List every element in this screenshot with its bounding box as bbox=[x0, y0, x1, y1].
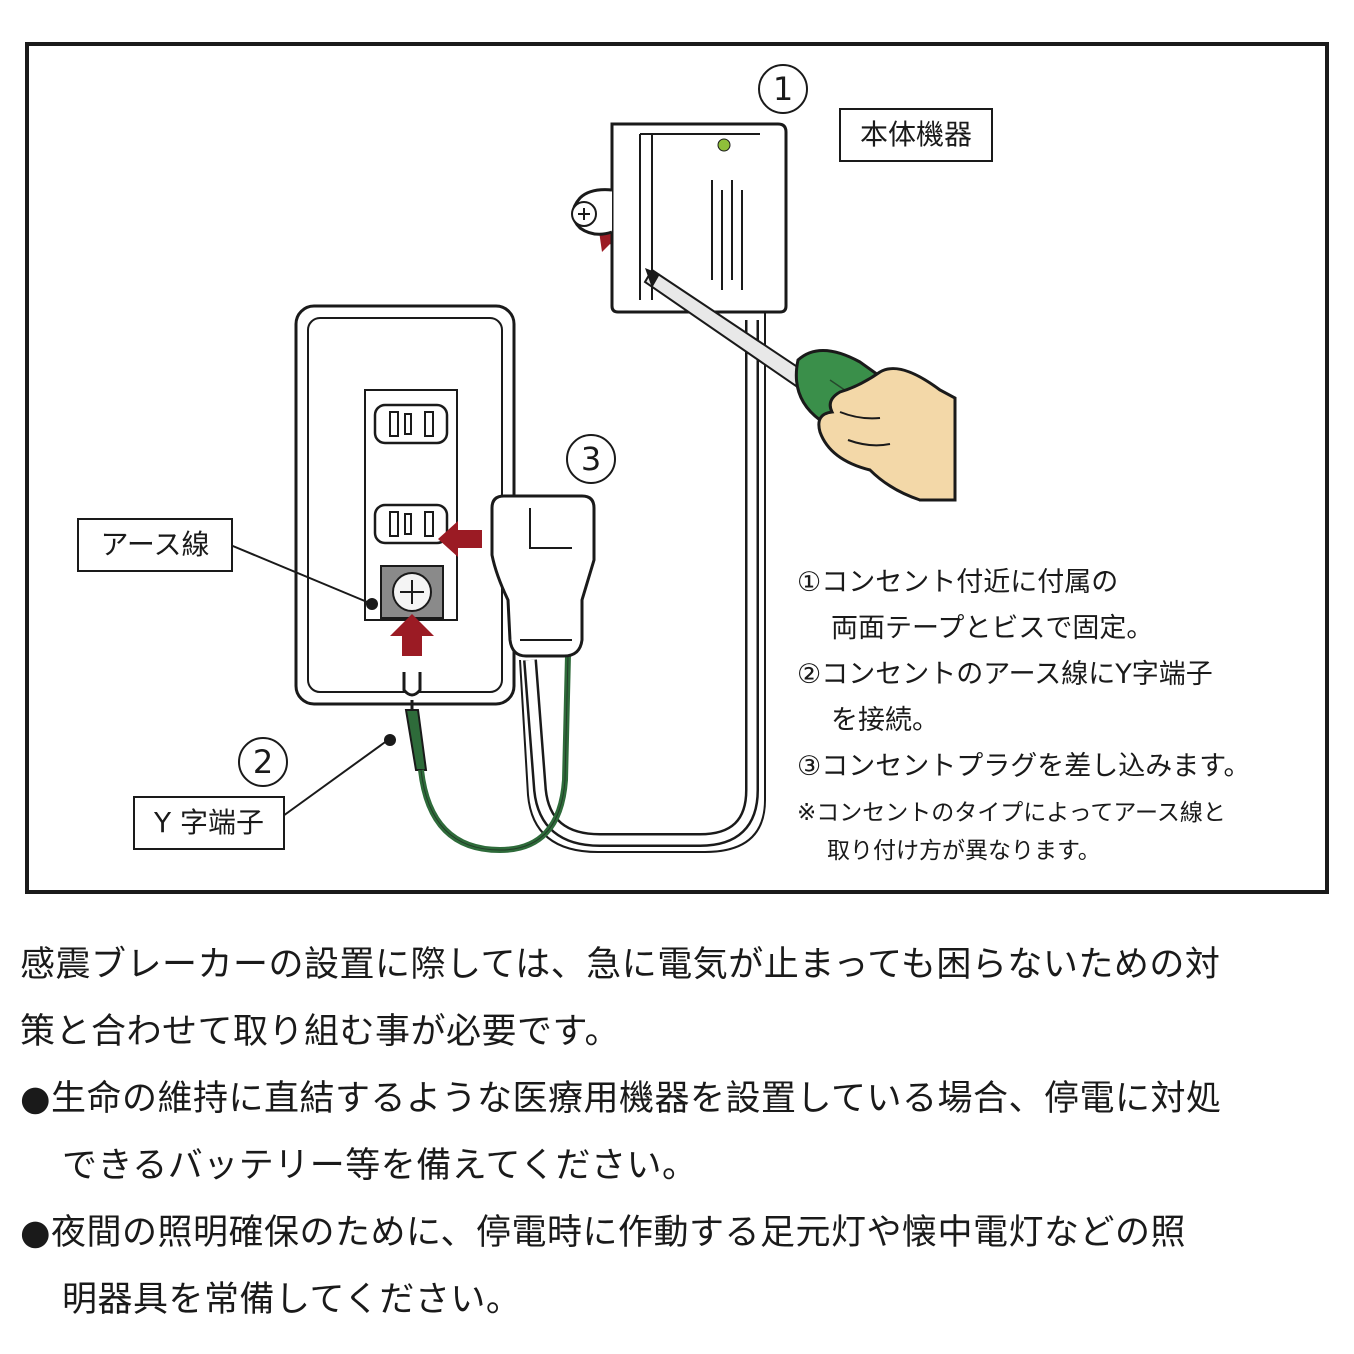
hand bbox=[817, 367, 957, 502]
y-terminal-sleeve bbox=[404, 709, 428, 771]
note-line1: ※コンセントのタイプによってアース線と bbox=[797, 800, 1226, 826]
bullet2-line1: ●夜間の照明確保のために、停電時に作動する足元灯や懐中電灯などの照 bbox=[20, 1213, 1186, 1253]
label-earth-wire: アース線 bbox=[77, 518, 233, 572]
y-terminal-leader bbox=[282, 739, 389, 817]
step1-line1: ①コンセント付近に付属の bbox=[797, 567, 1119, 598]
step2-line1: ②コンセントのアース線にY字端子 bbox=[797, 659, 1213, 690]
arrow-to-terminal bbox=[390, 614, 434, 656]
plug bbox=[490, 494, 596, 658]
earth-wire-leader bbox=[227, 543, 373, 605]
step-number-2: 2 bbox=[238, 737, 288, 787]
step-number-3: 3 bbox=[566, 434, 616, 484]
bullet2-line2: 明器具を常備してください。 bbox=[62, 1280, 522, 1320]
label-main-unit: 本体機器 bbox=[839, 108, 993, 162]
intro-line2: 策と合わせて取り組む事が必要です。 bbox=[20, 1012, 621, 1052]
step1-line2: 両面テープとビスで固定。 bbox=[831, 613, 1154, 644]
body-text: 感震ブレーカーの設置に際しては、急に電気が止まっても困らないための対 策と合わせ… bbox=[20, 932, 1340, 1334]
device-led bbox=[717, 138, 731, 152]
bullet1-line1: ●生命の維持に直結するような医療用機器を設置している場合、停電に対処 bbox=[20, 1079, 1222, 1119]
upper-socket bbox=[373, 403, 449, 445]
step3-line: ③コンセントプラグを差し込みます。 bbox=[797, 751, 1251, 782]
diagram-frame: 1 2 3 本体機器 アース線 Y 字端子 bbox=[25, 42, 1329, 894]
installation-illustration bbox=[227, 122, 957, 854]
note-line2: 取り付け方が異なります。 bbox=[827, 838, 1101, 864]
intro-line1: 感震ブレーカーの設置に際しては、急に電気が止まっても困らないための対 bbox=[20, 945, 1221, 985]
step-instructions: ①コンセント付近に付属の 両面テープとビスで固定。 ②コンセントのアース線にY字… bbox=[797, 560, 1251, 870]
step2-line2: を接続。 bbox=[831, 705, 939, 736]
y-terminal bbox=[402, 672, 422, 697]
arrow-to-socket bbox=[438, 521, 482, 557]
main-device bbox=[571, 122, 788, 314]
lower-socket bbox=[373, 503, 449, 545]
bullet1-line2: できるバッテリー等を備えてください。 bbox=[62, 1146, 698, 1186]
step-number-1: 1 bbox=[758, 64, 808, 114]
label-y-terminal: Y 字端子 bbox=[133, 796, 285, 850]
